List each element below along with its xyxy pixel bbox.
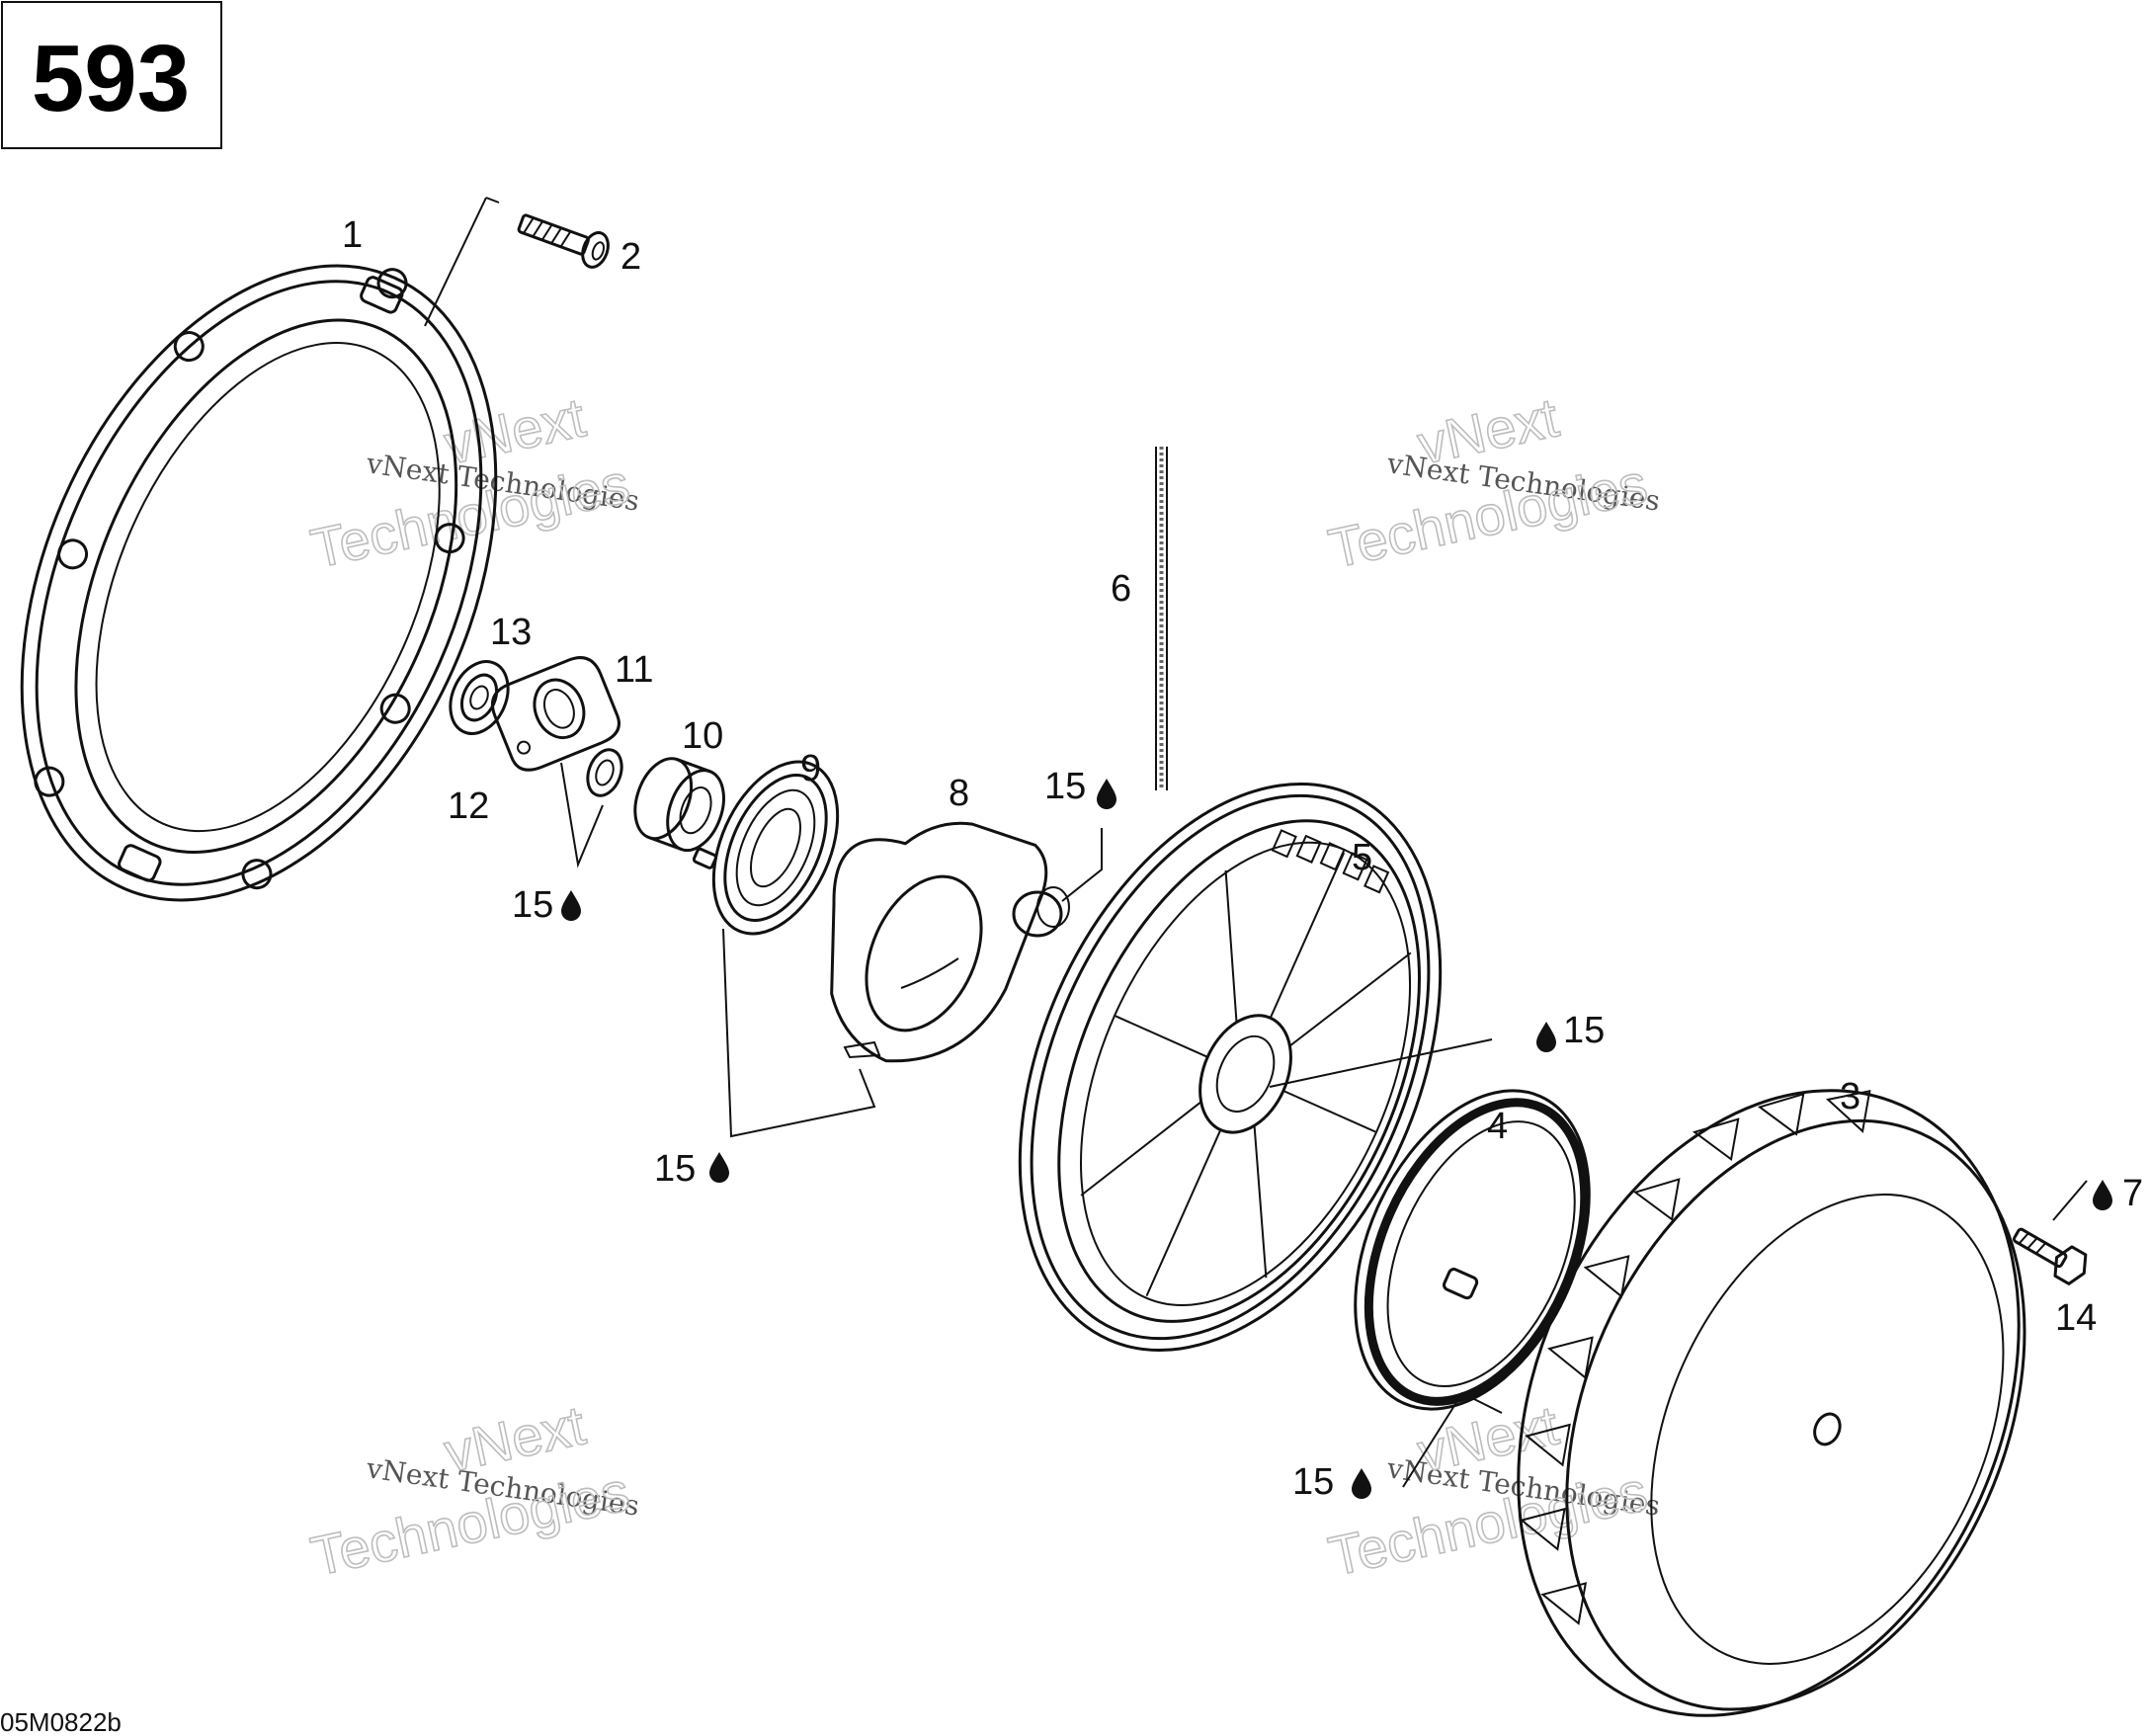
callout-labels: 1 2 3 4 5 6 7 8 9 10 11 12 13 14 15 15 1… bbox=[342, 214, 2143, 1503]
callout-10: 10 bbox=[682, 715, 723, 757]
callout-8: 8 bbox=[949, 773, 969, 814]
part-10-bushing bbox=[633, 757, 725, 853]
drawing-code: 05M0822b bbox=[0, 1707, 122, 1736]
part-12-bracket bbox=[491, 656, 620, 772]
leader-lines bbox=[560, 762, 2088, 1488]
callout-13: 13 bbox=[490, 612, 532, 653]
callout-5: 5 bbox=[1352, 837, 1372, 878]
part-11-washer bbox=[586, 748, 623, 797]
part-14-bolt bbox=[2012, 1227, 2088, 1285]
callout-7: 7 bbox=[2122, 1173, 2143, 1214]
callout-15-c: 15 bbox=[654, 1148, 696, 1190]
page-number-box: 593 bbox=[1, 1, 222, 149]
callout-6: 6 bbox=[1111, 568, 1131, 610]
callout-12: 12 bbox=[448, 785, 489, 827]
watermark-bottom-left: vNext Technologies vNext Technologies bbox=[305, 1392, 641, 1588]
callout-15-a: 15 bbox=[1044, 766, 1086, 807]
leader-4-to-15 bbox=[1402, 1391, 1503, 1488]
leader-11-12-to-15 bbox=[560, 762, 604, 868]
part-1-housing-ring bbox=[20, 264, 498, 902]
leader-line bbox=[485, 197, 500, 204]
watermark-bottom-right: vNext Technologies vNext Technologies bbox=[1323, 1392, 1662, 1588]
part-5-rope-pulley bbox=[1018, 782, 1443, 1353]
drop-icon bbox=[1536, 1022, 1556, 1052]
page-number: 593 bbox=[32, 26, 190, 131]
watermark-outline-vnext: vNext bbox=[1412, 385, 1564, 475]
drop-icon bbox=[1352, 1468, 1371, 1499]
callout-4: 4 bbox=[1487, 1106, 1508, 1147]
part-8-pawl-plate bbox=[830, 821, 1070, 1063]
drop-icon bbox=[709, 1152, 729, 1183]
part-3-starter-cover bbox=[1517, 1089, 2026, 1717]
drop-icon bbox=[561, 890, 581, 921]
drop-icon bbox=[2093, 1180, 2112, 1210]
leader-14-to-7 bbox=[2052, 1180, 2088, 1221]
callout-9: 9 bbox=[800, 748, 821, 789]
drop-icon bbox=[1097, 779, 1116, 809]
part-13-retainer bbox=[449, 660, 510, 735]
watermark-top-right: vNext Technologies vNext Technologies bbox=[1323, 384, 1662, 580]
callout-1: 1 bbox=[342, 214, 363, 256]
callout-14: 14 bbox=[2055, 1297, 2097, 1339]
leader-line bbox=[424, 197, 487, 327]
leader-9-8-to-15 bbox=[722, 928, 876, 1138]
callout-2: 2 bbox=[620, 236, 641, 278]
leader-8-to-15 bbox=[1061, 828, 1103, 902]
callout-15-d: 15 bbox=[1563, 1010, 1605, 1051]
callout-15-b: 15 bbox=[512, 884, 553, 926]
leader-5-to-15 bbox=[1269, 1038, 1493, 1088]
part-2-bolt bbox=[517, 213, 610, 269]
callout-11: 11 bbox=[615, 649, 653, 691]
callout-15-e: 15 bbox=[1292, 1461, 1334, 1503]
part-9-spring bbox=[692, 760, 840, 936]
callout-3: 3 bbox=[1840, 1076, 1860, 1117]
part-6-starter-rope bbox=[1155, 447, 1168, 790]
part-4-recoil-spring bbox=[1354, 1089, 1591, 1411]
